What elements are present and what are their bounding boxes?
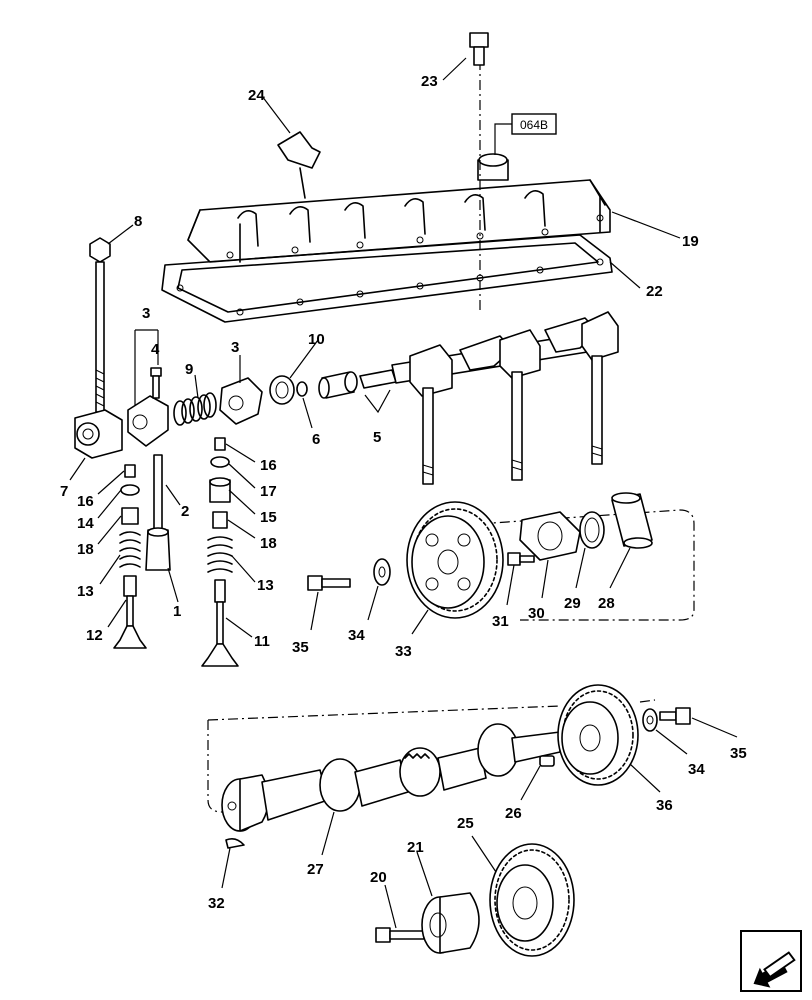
callout-29: 29 bbox=[564, 595, 581, 612]
cover-gasket bbox=[161, 234, 613, 323]
camshaft-washer bbox=[642, 708, 658, 732]
callout-4: 4 bbox=[151, 341, 160, 358]
callout-2: 2 bbox=[181, 503, 189, 520]
callout-7: 7 bbox=[60, 483, 68, 500]
reference-box-label: 064B bbox=[520, 118, 548, 132]
adjusting-screw bbox=[150, 367, 162, 399]
callout-27: 27 bbox=[307, 861, 324, 878]
timing-gear bbox=[489, 843, 575, 957]
callout-17: 17 bbox=[260, 483, 277, 500]
callout-6: 6 bbox=[312, 431, 320, 448]
callout-8: 8 bbox=[134, 213, 142, 230]
callout-31: 31 bbox=[492, 613, 509, 630]
rocker-shaft-bolt bbox=[89, 237, 111, 413]
callout-35-upper: 35 bbox=[292, 639, 309, 656]
idler-gear-washer bbox=[373, 558, 391, 586]
callout-23: 23 bbox=[421, 73, 438, 90]
callout-13-left: 13 bbox=[77, 583, 94, 600]
woodruff-key bbox=[225, 838, 245, 849]
harness-clip bbox=[277, 131, 321, 199]
callout-34-upper: 34 bbox=[348, 627, 365, 644]
callout-16-left: 16 bbox=[77, 493, 94, 510]
rocker-cover bbox=[187, 153, 611, 263]
assembled-rocker-stands bbox=[409, 311, 619, 485]
callout-36: 36 bbox=[656, 797, 673, 814]
callout-16-right: 16 bbox=[260, 457, 277, 474]
callout-24: 24 bbox=[248, 87, 265, 104]
leader-lines bbox=[69, 57, 738, 929]
callout-35-lower: 35 bbox=[730, 745, 747, 762]
hub-bolt bbox=[507, 552, 535, 566]
push-rod-and-tappet bbox=[145, 454, 171, 571]
drive-pin bbox=[539, 755, 555, 767]
camshaft bbox=[221, 723, 561, 832]
callout-3-right: 3 bbox=[231, 339, 239, 356]
rocker-pedestal bbox=[74, 409, 123, 459]
callout-33: 33 bbox=[395, 643, 412, 660]
callout-25: 25 bbox=[457, 815, 474, 832]
callout-18-left: 18 bbox=[77, 541, 94, 558]
idler-seal-ring bbox=[579, 511, 605, 549]
left-valve-stack bbox=[113, 464, 147, 649]
callout-21: 21 bbox=[407, 839, 424, 856]
callout-12: 12 bbox=[86, 627, 103, 644]
callout-3-left: 3 bbox=[142, 305, 150, 322]
idler-hub-plate bbox=[519, 511, 581, 561]
callout-14: 14 bbox=[77, 515, 94, 532]
cover-bolt bbox=[469, 32, 489, 66]
callout-28: 28 bbox=[598, 595, 615, 612]
callout-labels: 23 24 19 22 8 3 3 4 9 10 6 5 7 16 14 18 … bbox=[60, 73, 747, 912]
callout-19: 19 bbox=[682, 233, 699, 250]
camshaft-gear bbox=[557, 684, 639, 786]
idler-gear bbox=[406, 501, 504, 619]
camshaft-gear-bolt bbox=[659, 707, 691, 725]
thrust-plate-bolt bbox=[375, 927, 425, 943]
callout-30: 30 bbox=[528, 605, 545, 622]
callout-1: 1 bbox=[173, 603, 181, 620]
shaft-spring bbox=[173, 392, 217, 426]
callout-13-right: 13 bbox=[257, 577, 274, 594]
callout-15: 15 bbox=[260, 509, 277, 526]
shaft-spacer bbox=[269, 375, 308, 405]
callout-32: 32 bbox=[208, 895, 225, 912]
reference-box: 064B bbox=[494, 113, 557, 155]
callout-20: 20 bbox=[370, 869, 387, 886]
callout-34-lower: 34 bbox=[688, 761, 705, 778]
callout-26: 26 bbox=[505, 805, 522, 822]
rocker-arm-right bbox=[219, 377, 263, 425]
rocker-arm-left bbox=[127, 395, 169, 447]
callout-18-right: 18 bbox=[260, 535, 277, 552]
idler-gear-bolt bbox=[307, 575, 351, 591]
callout-10: 10 bbox=[308, 331, 325, 348]
return-button[interactable] bbox=[740, 930, 802, 992]
callout-9: 9 bbox=[185, 361, 193, 378]
idler-bushing bbox=[611, 492, 653, 549]
return-arrow-icon bbox=[753, 951, 796, 988]
thrust-plate bbox=[421, 892, 480, 954]
right-valve-stack bbox=[201, 437, 239, 667]
callout-5: 5 bbox=[373, 429, 381, 446]
callout-22: 22 bbox=[646, 283, 663, 300]
callout-11: 11 bbox=[254, 633, 270, 650]
